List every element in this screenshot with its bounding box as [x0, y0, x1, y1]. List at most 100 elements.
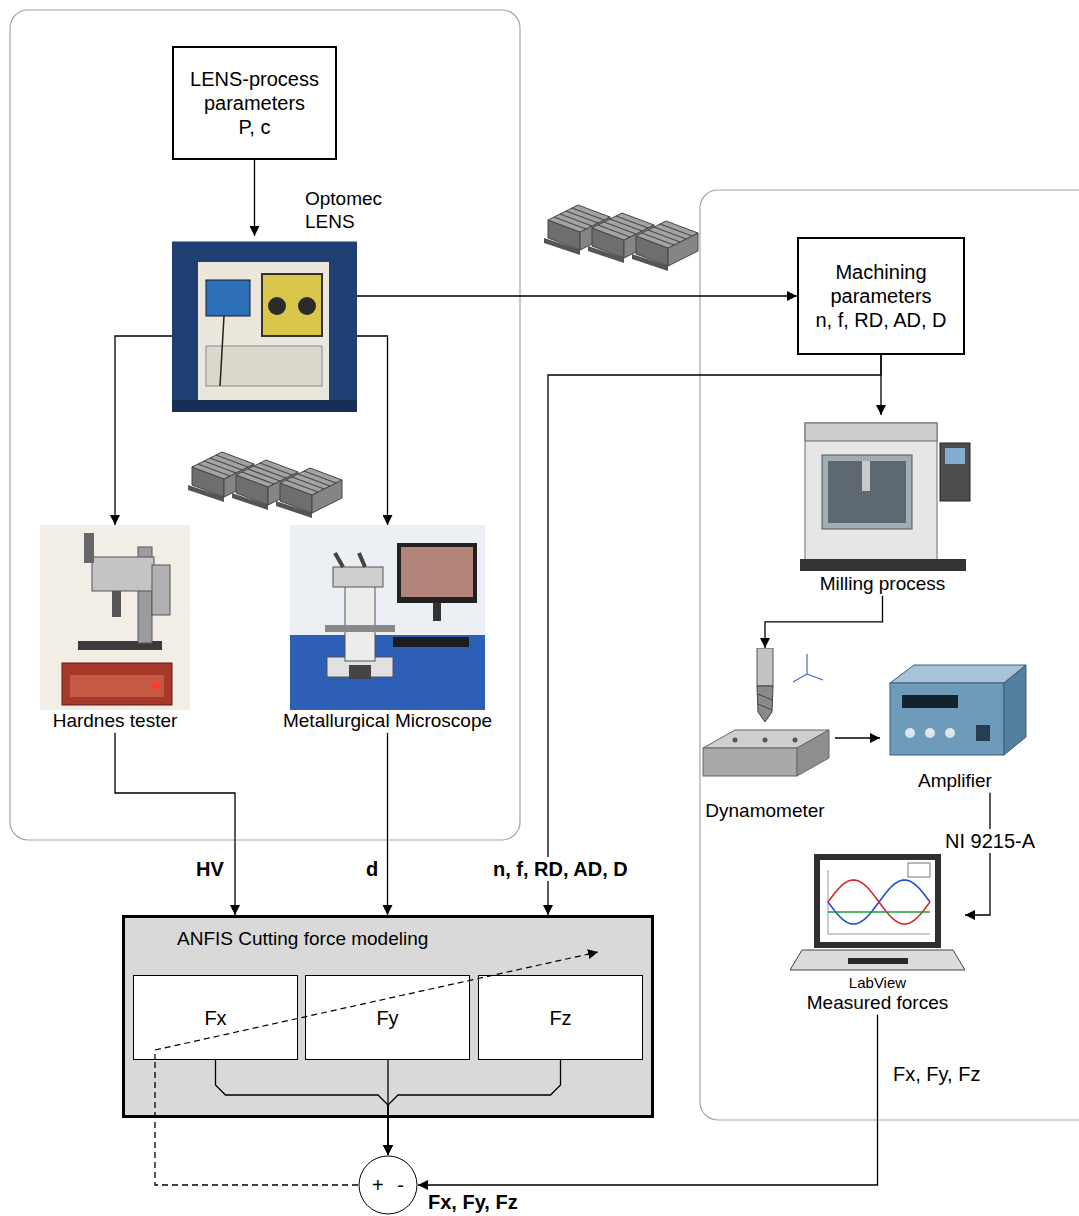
mill-spindle: [862, 461, 870, 491]
workpiece-block: [632, 221, 698, 271]
flow-arrow: [388, 1060, 561, 1155]
label-anchor: d: [366, 857, 378, 881]
block-ridge: [616, 216, 648, 228]
tool-flute: [757, 686, 773, 722]
signal-trace: [828, 880, 930, 924]
tester-eyepiece: [84, 533, 94, 563]
flow-arrow: [418, 1015, 878, 1185]
eyepiece: [359, 553, 365, 567]
mill-door: [822, 455, 912, 529]
plate-hole: [793, 738, 798, 743]
mill-base: [800, 559, 966, 571]
amp-front: [890, 683, 1004, 755]
edge-label: Fx, Fy, Fz: [893, 1062, 980, 1086]
box-title: ANFIS Cutting force modeling: [177, 928, 651, 951]
control-panel: [940, 443, 970, 501]
figure-art: [695, 648, 835, 800]
eyepiece: [335, 553, 343, 567]
block-ridge: [210, 458, 242, 470]
figure-caption: Optomec LENS: [305, 188, 397, 234]
output-box: Fx: [133, 975, 298, 1060]
control-screen: [945, 448, 965, 464]
signal-trace: [828, 911, 930, 913]
cable: [220, 316, 224, 386]
glove-port: [298, 297, 316, 315]
flow-arrow: [835, 737, 880, 738]
process-box: LENS-process parametersP, c: [172, 46, 337, 160]
amp-side: [1004, 665, 1026, 755]
plate-front: [703, 748, 797, 776]
plate-hole: [763, 738, 768, 743]
cabinet-base: [172, 400, 357, 412]
axis-line: [806, 654, 807, 674]
box-label: Machining parameters: [807, 260, 955, 308]
chart-axis: [828, 934, 930, 935]
plate-side: [797, 730, 829, 776]
figure-caption: Milling process: [820, 573, 946, 596]
sensor-figure: Dynamometer: [695, 648, 835, 823]
box-label: LENS-process parameters: [182, 67, 327, 115]
flow-arrow: [357, 336, 388, 525]
junction-sign: + -: [372, 1173, 404, 1197]
mill-top: [805, 423, 937, 441]
edge-label: NI 9215-A: [942, 829, 1038, 853]
amp-knob: [905, 728, 915, 738]
block-ridge: [254, 466, 286, 478]
label-anchor: NI 9215-A: [942, 829, 1038, 853]
block-ridge: [654, 227, 686, 239]
flow-arrow: [965, 793, 990, 915]
panel-outline: [10, 10, 520, 840]
block-ridge: [216, 455, 248, 467]
block-ridge: [298, 474, 330, 486]
tester-front: [70, 675, 164, 697]
label-anchor: n, f, RD, AD, D: [490, 857, 631, 881]
block-ridge: [554, 217, 586, 229]
box-label: Fx: [202, 1006, 228, 1030]
feedback-line: [155, 1060, 358, 1185]
tool-helix: [758, 704, 772, 710]
block-top: [280, 468, 342, 495]
monitor-image: [401, 547, 473, 597]
block-ridge: [598, 225, 630, 237]
figure-art: [790, 415, 975, 573]
edge-label: HV: [196, 857, 224, 881]
instrument-figure: Hardnes tester: [40, 525, 190, 733]
adaptation-arrow: [155, 952, 598, 1060]
amp-top: [890, 665, 1026, 683]
block-ridge: [248, 469, 280, 481]
touch-screen: [206, 280, 250, 316]
amp-knob: [925, 728, 935, 738]
flow-arrow: [115, 336, 172, 525]
cabinet-column: [172, 242, 198, 402]
workpiece-block: [276, 468, 342, 518]
computer-figure: LabViewMeasured forces: [790, 850, 965, 1015]
figure-caption: Metallurgical Microscope: [283, 710, 492, 733]
block-ridge: [292, 477, 324, 489]
glovebox-window: [262, 274, 322, 336]
block-ridge: [604, 222, 636, 234]
amp-switch: [976, 725, 990, 741]
tester-head: [92, 557, 154, 591]
flow-arrow: [548, 355, 881, 915]
axis-line: [793, 674, 807, 682]
photo-ground: [40, 525, 190, 710]
block-ridge: [642, 233, 674, 245]
output-box: Fy: [305, 975, 470, 1060]
specimen-box: [349, 665, 371, 679]
figure-art: [40, 525, 190, 710]
block-top: [636, 221, 698, 248]
edge-label: n, f, RD, AD, D: [490, 857, 631, 881]
chart-legend: [908, 863, 930, 877]
tester-arm: [152, 565, 170, 615]
figure-art: [172, 236, 357, 412]
signal-trace: [828, 880, 930, 924]
tool-shank: [757, 648, 773, 686]
block-ridge: [566, 211, 598, 223]
microscope-stage: [325, 625, 395, 632]
laptop-bezel: [814, 854, 941, 948]
cabinet-column: [329, 242, 357, 402]
block-ridge: [304, 471, 336, 483]
figure-caption: Dynamometer: [705, 800, 824, 823]
